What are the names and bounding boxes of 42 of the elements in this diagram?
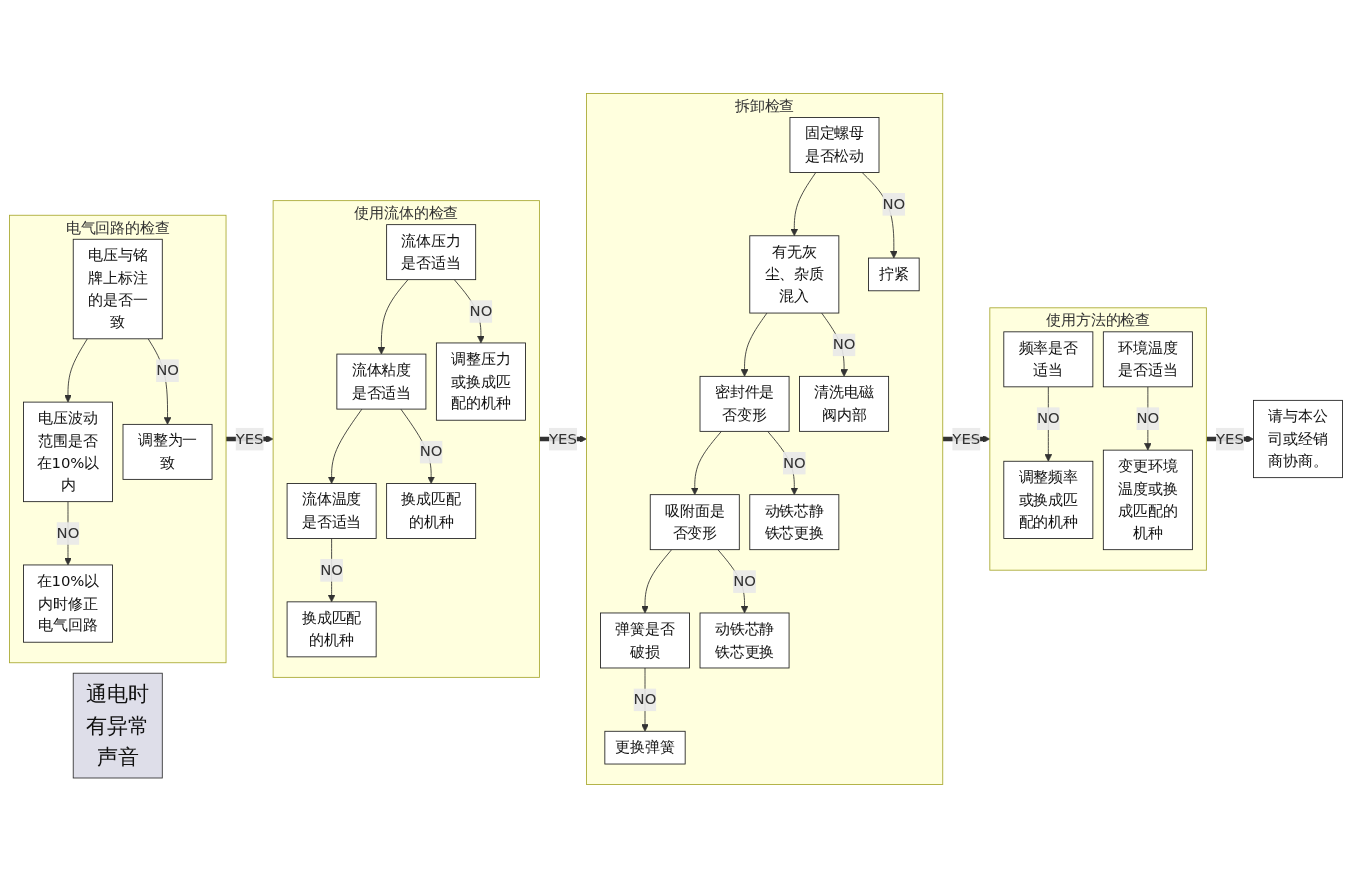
edge-label: NO bbox=[633, 690, 657, 708]
node-box: 流体粘度是否适当 bbox=[336, 353, 427, 410]
edge-label: NO bbox=[1136, 409, 1160, 427]
edge-label: NO bbox=[832, 335, 856, 353]
edge-label: NO bbox=[469, 301, 493, 320]
node-box: 动铁芯静铁芯更换 bbox=[699, 612, 790, 669]
node-box: 环境温度是否适当 bbox=[1102, 331, 1193, 388]
node-box: 电压波动范围是否在10%以内 bbox=[23, 401, 113, 503]
node-box: 请与本公司或经销商协商。 bbox=[1253, 399, 1343, 479]
node-box: 调整为一致 bbox=[122, 423, 213, 480]
edge-label: NO bbox=[1036, 409, 1060, 427]
node-box: 有无灰尘、杂质混入 bbox=[749, 235, 840, 314]
node-box: 固定螺母是否松动 bbox=[789, 117, 880, 173]
edge-label: NO bbox=[733, 571, 756, 590]
edge-label: YES bbox=[952, 429, 981, 448]
node-box: 调整压力或换成匹配的机种 bbox=[435, 342, 526, 421]
node-box: 流体温度是否适当 bbox=[286, 483, 377, 539]
node-box: 调整频率或换成匹配的机种 bbox=[1003, 460, 1094, 539]
node-box: 弹簧是否破损 bbox=[600, 612, 690, 669]
edge-label: YES bbox=[1215, 429, 1244, 448]
node-box: 拧紧 bbox=[868, 257, 920, 292]
edge-label: YES bbox=[549, 429, 577, 448]
edge-label: YES bbox=[235, 429, 264, 448]
edge-label: NO bbox=[882, 194, 906, 213]
edge-label: NO bbox=[419, 442, 443, 460]
node-box: 清洗电磁阀内部 bbox=[799, 375, 890, 432]
node-box: 电压与铭牌上标注的是否一致 bbox=[72, 238, 163, 340]
edge-label: NO bbox=[156, 361, 179, 379]
edge-label: NO bbox=[56, 523, 80, 542]
node-box: 频率是否适当 bbox=[1003, 331, 1094, 388]
node-box: 动铁芯静铁芯更换 bbox=[749, 494, 840, 551]
edge-label: NO bbox=[320, 560, 344, 579]
edge-label: NO bbox=[782, 453, 806, 472]
node-box: 变更环境温度或换成匹配的机种 bbox=[1102, 449, 1193, 551]
node-box: 通电时有异常声音 bbox=[72, 672, 163, 779]
node-box: 流体压力是否适当 bbox=[386, 224, 477, 281]
node-box: 密封件是否变形 bbox=[699, 375, 790, 432]
node-box: 吸附面是否变形 bbox=[649, 494, 740, 551]
node-box: 在10%以内时修正电气回路 bbox=[23, 564, 113, 643]
node-box: 换成匹配的机种 bbox=[286, 601, 377, 658]
node-box: 更换弹簧 bbox=[604, 730, 686, 765]
node-box: 换成匹配的机种 bbox=[386, 483, 477, 539]
